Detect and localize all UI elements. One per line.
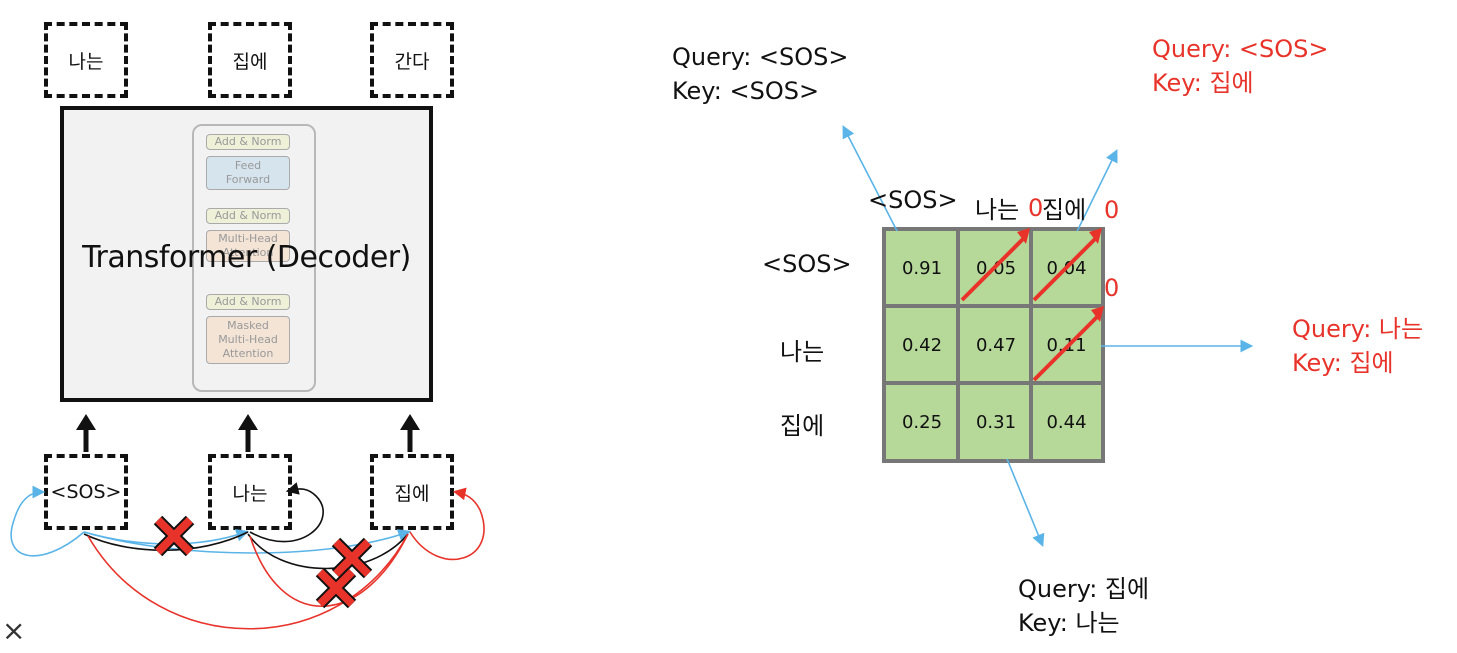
- output-token-box-3: 간다: [370, 22, 454, 98]
- decoder-architecture-figure: Add & Norm Feed Forward Add & Norm Multi…: [192, 124, 316, 392]
- red-arc-home-to-sos: [87, 533, 409, 630]
- output-token-label: 간다: [394, 50, 430, 73]
- blue-arc-sos-to-home: [83, 529, 412, 554]
- note-line: Key: 집에: [1152, 69, 1254, 97]
- up-arrow-1: [76, 414, 96, 452]
- row-header-sos: <SOS>: [762, 250, 852, 278]
- feed-forward-line-1: Feed: [234, 159, 262, 172]
- transformer-title: Transformer (Decoder): [82, 240, 411, 275]
- multi-head-line-2: Attention: [222, 246, 274, 259]
- matrix-cell: 0.44: [1032, 385, 1101, 459]
- input-token-label: <SOS>: [50, 481, 122, 503]
- note-query-na-key-home: Query: 나는 Key: 집에: [1292, 312, 1423, 380]
- black-arc-na-to-home: [247, 533, 409, 570]
- blocked-x-mark-1: [153, 515, 195, 557]
- masked-line-2: Multi-Head: [218, 333, 278, 346]
- masked-zero-sos-home: 0: [1104, 196, 1120, 224]
- matrix-cell: 0.91: [886, 231, 958, 306]
- matrix-cell: 0.47: [960, 308, 1032, 383]
- masked-zero-sos-na: 0: [1028, 194, 1044, 222]
- note-line: Query: <SOS>: [1152, 35, 1329, 63]
- note-line: Key: 나는: [1018, 609, 1120, 637]
- matrix-cell: 0.05: [960, 231, 1032, 306]
- output-token-label: 집에: [232, 50, 268, 73]
- blocked-x-mark-2: [331, 537, 373, 579]
- matrix-cell: 0.31: [960, 385, 1032, 459]
- multi-head-line-1: Multi-Head: [218, 232, 278, 245]
- masked-line-1: Masked: [227, 319, 269, 332]
- red-self-loop-home: [409, 487, 485, 561]
- note-line: Key: <SOS>: [672, 77, 820, 105]
- row-header-na: 나는: [780, 338, 825, 366]
- feed-forward-block: Feed Forward: [206, 156, 290, 190]
- note-line: Key: 집에: [1292, 349, 1394, 377]
- matrix-cell: 0.04: [1032, 231, 1101, 306]
- input-token-label: 나는: [232, 482, 268, 505]
- close-icon[interactable]: ×: [2, 614, 26, 647]
- col-header-na: 나는: [975, 196, 1020, 224]
- note-line: Query: 집에: [1018, 575, 1150, 603]
- masked-zero-na-home: 0: [1104, 274, 1120, 302]
- row-header-home: 집에: [780, 412, 825, 440]
- note-query-sos-key-sos: Query: <SOS> Key: <SOS>: [672, 40, 848, 108]
- note-line: Query: 나는: [1292, 315, 1424, 343]
- add-norm-block-1: Add & Norm: [206, 134, 290, 150]
- matrix-cell: 0.42: [886, 308, 958, 383]
- col-header-home: 집에: [1042, 196, 1087, 224]
- masked-line-3: Attention: [222, 347, 274, 360]
- transformer-decoder-box: Add & Norm Feed Forward Add & Norm Multi…: [60, 106, 433, 402]
- multi-head-attention-block: Multi-Head Attention: [206, 230, 290, 262]
- add-norm-block-3: Add & Norm: [206, 294, 290, 310]
- masked-multi-head-attention-block: Masked Multi-Head Attention: [206, 316, 290, 364]
- blue-self-loop-arc: [10, 485, 85, 557]
- matrix-cell: 0.11: [1032, 308, 1101, 383]
- up-arrow-3: [400, 414, 420, 452]
- input-token-box-3: 집에: [370, 454, 454, 530]
- note-query-sos-key-home: Query: <SOS> Key: 집에: [1152, 32, 1328, 100]
- black-self-loop-na: [249, 482, 324, 543]
- input-token-box-1: <SOS>: [44, 454, 128, 530]
- blocked-x-mark-3: [315, 567, 357, 609]
- col-header-sos: <SOS>: [868, 186, 958, 214]
- output-token-box-2: 집에: [208, 22, 292, 98]
- input-token-label: 집에: [394, 482, 430, 505]
- add-norm-block-2: Add & Norm: [206, 208, 290, 224]
- matrix-cell: 0.25: [886, 385, 958, 459]
- output-token-label: 나는: [68, 50, 104, 73]
- up-arrow-2: [238, 414, 258, 452]
- note-query-home-key-na: Query: 집에 Key: 나는: [1018, 572, 1149, 640]
- note-line: Query: <SOS>: [672, 43, 849, 71]
- feed-forward-line-2: Forward: [225, 173, 271, 186]
- output-token-box-1: 나는: [44, 22, 128, 98]
- matrix-frame: [882, 227, 1105, 463]
